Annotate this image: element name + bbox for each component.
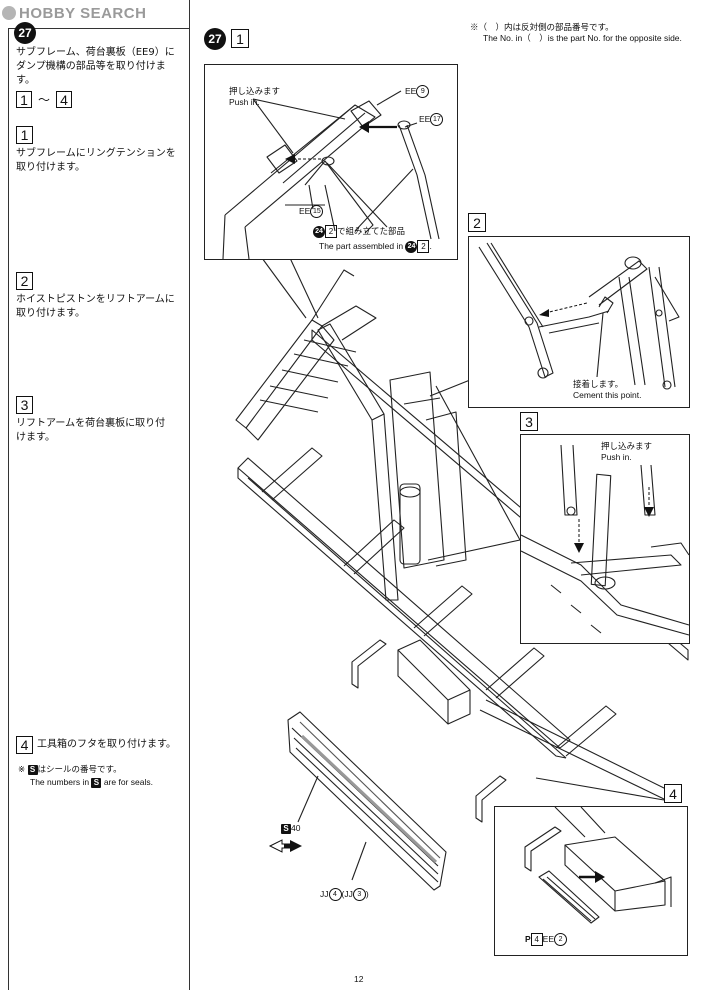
detail-inset-3: 押し込みます Push in.	[520, 434, 690, 644]
assembled-en-text: The part assembled in	[319, 240, 404, 251]
seal-note-en: The numbers in S are for seals.	[30, 777, 153, 788]
step-intro-text: サブフレーム、荷台裏板（EE9）にダンプ機構の部品等を取り付けます。	[16, 47, 175, 86]
inset-1-push-en: Push in.	[229, 97, 260, 107]
seal-note-mark: ※	[18, 764, 26, 774]
inset-1-arrows	[285, 121, 397, 164]
inset-3-push-jp: 押し込みます	[601, 441, 653, 451]
assembled-en-end: .	[429, 240, 432, 251]
substep-3-number: 3	[16, 396, 33, 414]
inset-1-push-jp: 押し込みます	[229, 86, 281, 96]
inset-2-arrow	[544, 302, 588, 314]
seal-40-badge-icon: S	[281, 823, 291, 834]
label-ee17-num: 17	[430, 113, 444, 126]
seal-note-jp-text: はシールの番号です。	[37, 764, 122, 774]
assembled-en-step-badge: 24	[405, 240, 418, 253]
orientation-arrow-icon	[268, 839, 302, 853]
sub-frame	[235, 269, 689, 823]
inset-4-sub-box: 4	[530, 933, 543, 946]
substep-4-number: 4	[16, 736, 33, 754]
inset-2-number: 2	[468, 213, 486, 232]
step-number-badge: 27	[14, 22, 36, 44]
assembled-step-badge: 24	[313, 225, 325, 238]
range-separator: 〜	[38, 93, 51, 107]
label-ee9-num: 9	[416, 85, 430, 98]
left-rule	[8, 28, 9, 990]
label-ee15-prefix: EE	[299, 205, 311, 216]
range-from-box: 1	[16, 91, 32, 108]
cement-en: Cement this point.	[573, 390, 642, 400]
jj-main-text: JJ	[320, 888, 329, 899]
diagram-step-badge: 27	[204, 28, 226, 50]
inset-4-drawing	[524, 806, 672, 924]
seal-note-en-suffix: are for seals.	[103, 777, 153, 787]
tool-box-lid	[287, 711, 447, 891]
substep-2-text: ホイストピストンをリフトアームに取り付けます。	[16, 294, 175, 319]
substep-1-text: サブフレームにリングテンションを取り付けます。	[16, 148, 176, 173]
label-ee15-num: 15	[310, 205, 324, 218]
substep-4: 4 工具箱のフタを取り付けます。	[16, 736, 176, 754]
watermark-logo-icon	[2, 6, 16, 20]
step-range: 1 〜 4	[16, 91, 73, 108]
jj-main-num: 4	[328, 888, 342, 901]
opposite-side-note-en: The No. in（ ）is the part No. for the opp…	[483, 33, 682, 43]
seal-s-icon-en: S	[91, 777, 102, 788]
opposite-side-note-jp: ※（ ）内は反対側の部品番号です。	[470, 22, 614, 32]
inset-3-drawing	[520, 444, 690, 636]
callout-line-1a	[261, 257, 307, 319]
watermark-text: HOBBY SEARCH	[19, 4, 147, 22]
jj-alt-text: JJ	[344, 888, 353, 899]
inset-3-push-en: Push in.	[601, 452, 632, 462]
seal-s-icon: S	[27, 764, 38, 775]
callout-line-1b	[289, 257, 319, 319]
column-divider	[189, 0, 190, 990]
assembled-en-sub-box: 2	[417, 240, 430, 253]
label-ee17-prefix: EE	[419, 113, 431, 124]
diagram-substep-box: 1	[231, 29, 249, 48]
inset-4-ee-text: EE	[542, 933, 555, 944]
assembled-jp-text: で組み立てた部品	[337, 225, 406, 236]
seal-note-en-prefix: The numbers in	[30, 777, 90, 787]
inset-2-drawing	[478, 242, 680, 390]
detail-inset-2: 接着します。 Cement this point.	[468, 236, 690, 408]
label-ee9-prefix: EE	[405, 85, 417, 96]
substep-3-text: リフトアームを荷台裏板に取り付けます。	[16, 418, 166, 443]
seal-40-num: 40	[291, 823, 301, 833]
inset-4-p-text: P	[525, 933, 531, 944]
range-to-box: 4	[56, 91, 73, 108]
top-rule	[8, 28, 189, 29]
substep-2-number: 2	[16, 272, 33, 290]
hobby-search-watermark: HOBBY SEARCH	[2, 4, 146, 22]
page-number: 12	[354, 974, 364, 984]
inset-4-ee-num: 2	[554, 933, 568, 946]
inset-3-number: 3	[520, 412, 538, 431]
jj-alt-num: 3	[352, 888, 366, 901]
substep-4-text: 工具箱のフタを取り付けます。	[37, 739, 176, 750]
inset-4-number: 4	[664, 784, 682, 803]
assembled-sub-box: 2	[325, 225, 337, 238]
substep-1-number: 1	[16, 126, 33, 144]
cement-jp: 接着します。	[573, 379, 624, 389]
